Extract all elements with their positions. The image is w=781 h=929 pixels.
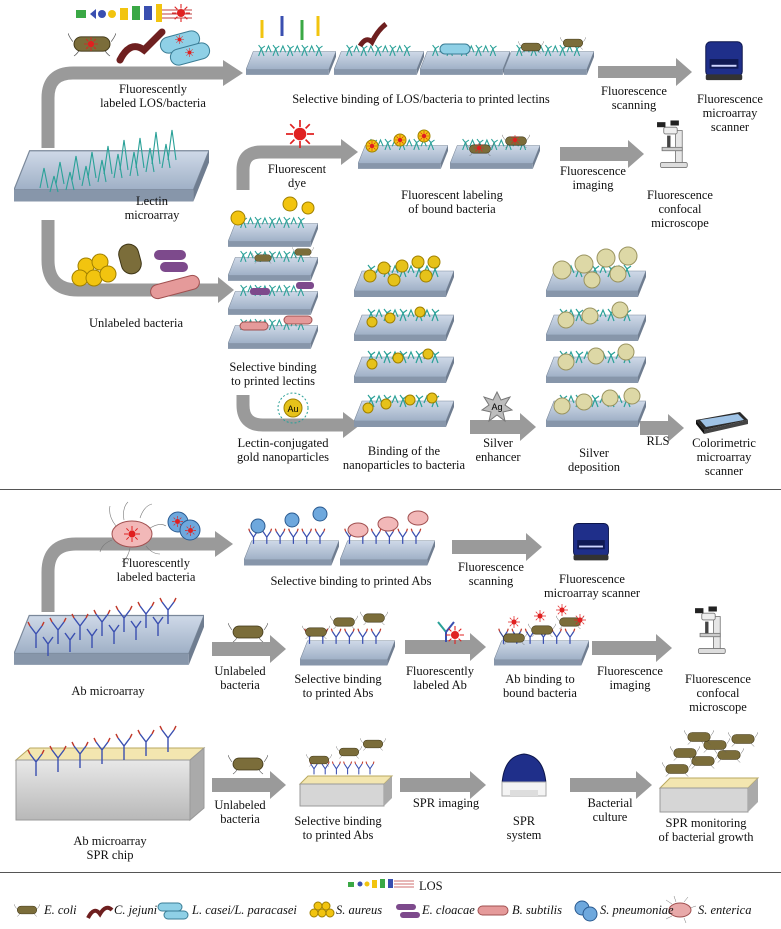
unlabeled-ecoli-icon-1 bbox=[228, 622, 268, 643]
ag-text: Ag bbox=[491, 402, 502, 412]
lectin-microarray-slide bbox=[14, 129, 209, 203]
top-bacteria-cluster bbox=[68, 28, 211, 66]
legend-ecloacae-icon bbox=[396, 904, 420, 918]
fluorescence-scanner-icon bbox=[705, 41, 743, 81]
flatbed-scanner-icon bbox=[696, 412, 748, 434]
legend-spneumoniae: S. pneumoniae bbox=[600, 903, 674, 917]
los-binding-slides bbox=[246, 16, 594, 76]
spr-chip bbox=[14, 725, 206, 822]
top-workflow-arrows bbox=[41, 66, 343, 432]
confocal-microscope-icon-bottom bbox=[694, 606, 726, 654]
unlabeled-ecoli-icon-2 bbox=[228, 754, 268, 775]
legend-ecoli: E. coli bbox=[44, 903, 77, 917]
legend-divider bbox=[0, 872, 781, 873]
fluorescently-labeled-ab-icon bbox=[437, 621, 464, 644]
legend-ecoli-icon bbox=[14, 903, 40, 917]
fluorescent-labeling-slides bbox=[358, 129, 540, 170]
legend-bsubtilis-icon bbox=[477, 905, 509, 916]
confocal-microscope-icon bbox=[656, 120, 688, 168]
unlabeled-bacteria-label: Unlabeled bacteria bbox=[88, 316, 184, 330]
panel-divider bbox=[0, 489, 781, 490]
selective-binding-los-label: Selective binding of LOS/bacteria to pri… bbox=[292, 92, 550, 106]
fluorescent-dye-icon bbox=[286, 120, 314, 148]
legend-senterica: S. enterica bbox=[698, 903, 752, 917]
unlabeled-bacteria-cluster bbox=[71, 243, 200, 300]
ab-microarray-label: Ab microarray bbox=[71, 684, 145, 698]
legend-saureus-icon bbox=[309, 901, 335, 918]
legend-bsubtilis: B. subtilis bbox=[512, 903, 563, 917]
legend-ecloacae: E. cloacae bbox=[422, 903, 475, 917]
rls-label: RLS bbox=[646, 434, 670, 448]
ab-microarray-slide bbox=[14, 597, 204, 666]
los-chain-top bbox=[76, 4, 192, 22]
nanoparticle-binding-stack bbox=[354, 255, 454, 428]
spr-instrument-icon bbox=[501, 753, 547, 797]
silver-enhancer-icon: Ag bbox=[480, 390, 514, 423]
spr-selective-binding bbox=[298, 737, 394, 807]
legend-cjejuni: C. jejuni bbox=[114, 903, 158, 917]
legend-lcasei: L. casei/L. paracasei bbox=[192, 903, 297, 917]
legend-senterica-icon bbox=[665, 895, 697, 924]
legend-los-icon bbox=[348, 879, 414, 888]
spr-growth-monitoring bbox=[658, 729, 760, 813]
bottom-workflow-arrows bbox=[41, 537, 216, 612]
selective-binding-abs-label: Selective binding to printed Abs bbox=[270, 574, 432, 588]
legend-spneumoniae-icon bbox=[574, 900, 598, 922]
ab-selective-binding-1 bbox=[300, 611, 395, 666]
ab-binding-slides-top bbox=[244, 506, 435, 566]
legend-lcasei-icon bbox=[157, 902, 189, 920]
fluorescence-scanner-icon-bottom bbox=[573, 523, 609, 561]
silver-deposition-stack bbox=[546, 246, 646, 428]
au-text: Au bbox=[287, 404, 298, 414]
legend-cjejuni-icon bbox=[86, 905, 114, 919]
legend-saureus: S. aureus bbox=[336, 903, 383, 917]
gold-nanoparticle-icon: Au bbox=[277, 392, 309, 424]
spr-imaging-label: SPR imaging bbox=[412, 796, 480, 810]
labeled-bacteria-bottom bbox=[99, 501, 201, 563]
ab-binding-bound-slides bbox=[494, 604, 589, 666]
legend-los-label: LOS bbox=[419, 879, 443, 893]
selective-binding-stack bbox=[228, 196, 318, 350]
